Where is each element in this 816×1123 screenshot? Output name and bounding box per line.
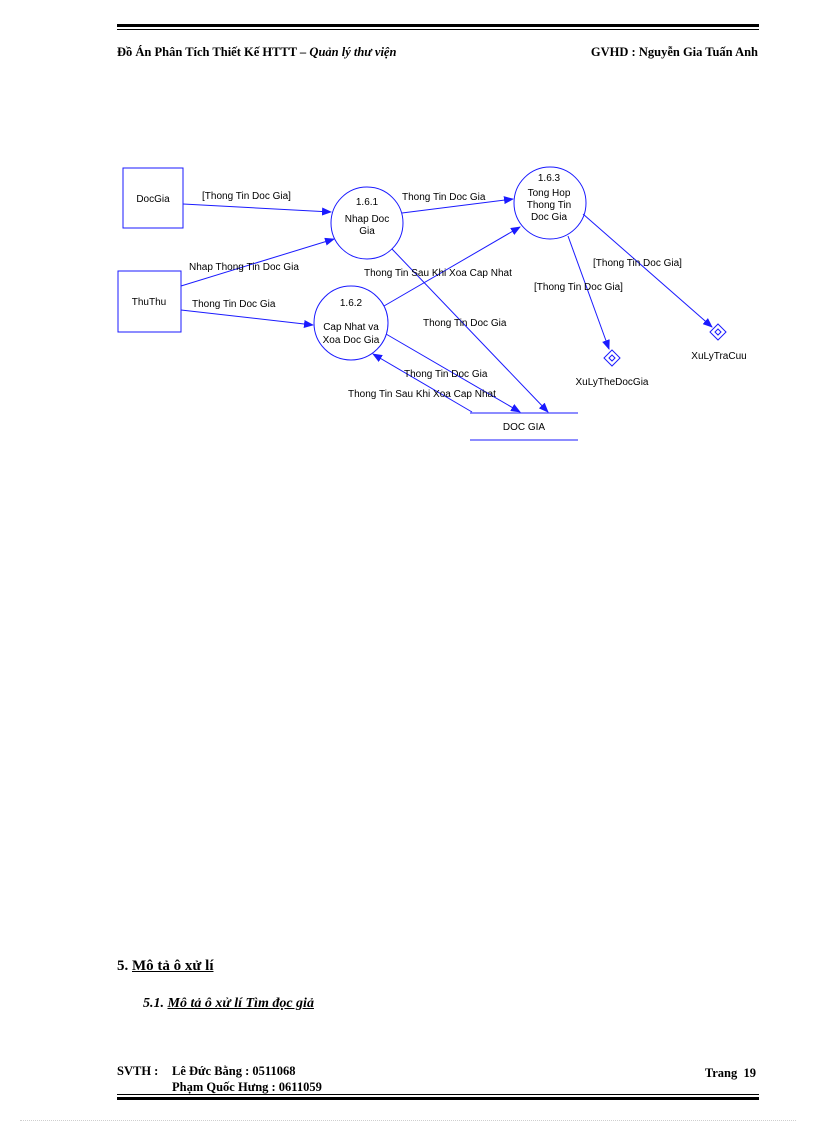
flow-163-to-thedocgia bbox=[567, 235, 610, 350]
flow-label-162-to-store: Thong Tin Doc Gia bbox=[404, 369, 488, 380]
process-163-line2: Thong Tin bbox=[527, 200, 571, 211]
flow-label-163-to-thedocgia: [Thong Tin Doc Gia] bbox=[534, 282, 623, 293]
footer-rule-thin bbox=[117, 1094, 759, 1095]
header-title: Đồ Án Phân Tích Thiết Kế HTTT bbox=[117, 45, 297, 59]
entity-docgia-label: DocGia bbox=[136, 194, 170, 205]
section-number: 5. bbox=[117, 958, 129, 974]
flow-label-store-to-162: Thong Tin Sau Khi Xoa Cap Nhat bbox=[348, 389, 496, 400]
process-163-line1: Tong Hop bbox=[528, 188, 571, 199]
flow-label-163-to-tracuu: [Thong Tin Doc Gia] bbox=[593, 258, 682, 269]
subsection-heading: 5.1. Mô tả ô xử lí Tìm đọc giả bbox=[143, 996, 314, 1012]
flow-label-docgia-to-161: [Thong Tin Doc Gia] bbox=[202, 191, 291, 202]
offpage-tracuu-icon bbox=[709, 323, 727, 341]
subsection-number: 5.1. bbox=[143, 996, 164, 1011]
flow-162-to-store bbox=[385, 333, 521, 413]
footer-page-label: Trang bbox=[704, 1066, 738, 1080]
offpage-thedocgia-label: XuLyTheDocGia bbox=[576, 377, 649, 388]
flow-163-to-tracuu bbox=[582, 213, 713, 328]
offpage-thedocgia-icon-inner bbox=[608, 354, 616, 362]
flow-store-to-162 bbox=[372, 353, 473, 413]
process-162-circle bbox=[313, 285, 389, 361]
header-left: Đồ Án Phân Tích Thiết Kế HTTT – Quản lý … bbox=[117, 45, 396, 60]
section-title: Mô tả ô xử lí bbox=[132, 958, 214, 974]
flow-label-161-to-store: Thong Tin Doc Gia bbox=[423, 318, 507, 329]
flow-docgia-to-161 bbox=[182, 203, 332, 216]
flow-label-thuthu-to-161: Nhap Thong Tin Doc Gia bbox=[189, 262, 299, 273]
flow-161-to-163 bbox=[401, 196, 514, 214]
page-bottom-dotted-line bbox=[20, 1120, 796, 1121]
datastore-label: DOC GIA bbox=[503, 422, 546, 433]
flow-161-to-store bbox=[391, 248, 549, 413]
footer-student-2: Phạm Quốc Hưng : 0611059 bbox=[172, 1080, 322, 1094]
process-161-id: 1.6.1 bbox=[356, 197, 379, 208]
footer-page-number: 19 bbox=[743, 1066, 757, 1080]
header-subtitle: – Quản lý thư viện bbox=[300, 45, 397, 59]
entity-docgia-box bbox=[122, 167, 184, 229]
header-advisor: GVHD : Nguyễn Gia Tuấn Anh bbox=[590, 45, 758, 59]
flow-thuthu-to-162 bbox=[180, 309, 314, 328]
offpage-tracuu-label: XuLyTraCuu bbox=[691, 351, 746, 362]
footer-page: Trang 19 bbox=[705, 1066, 756, 1081]
entity-thuthu-label: ThuThu bbox=[132, 297, 166, 308]
flow-162-to-163 bbox=[383, 226, 521, 307]
process-162-line2: Xoa Doc Gia bbox=[323, 335, 380, 346]
process-162-id: 1.6.2 bbox=[340, 298, 363, 309]
subsection-title: Mô tả ô xử lí Tìm đọc giả bbox=[167, 996, 314, 1011]
flow-label-162-to-163: Thong Tin Sau Khi Xoa Cap Nhat bbox=[364, 268, 512, 279]
flow-thuthu-to-161 bbox=[180, 237, 335, 287]
section-heading: 5. Mô tả ô xử lí bbox=[117, 958, 214, 975]
footer-rule-thick bbox=[117, 1097, 759, 1100]
footer-student-1: Lê Đức Bằng : 0511068 bbox=[172, 1064, 296, 1078]
process-163-line3: Doc Gia bbox=[531, 212, 568, 223]
header-rule-thin bbox=[117, 29, 759, 30]
flow-label-161-to-163: Thong Tin Doc Gia bbox=[402, 192, 486, 203]
footer-svth-label: SVTH : bbox=[117, 1064, 159, 1078]
flow-label-thuthu-to-162: Thong Tin Doc Gia bbox=[192, 299, 276, 310]
process-161-line2: Gia bbox=[359, 226, 375, 237]
entity-thuthu-box bbox=[117, 270, 182, 333]
process-163-circle bbox=[513, 166, 587, 240]
process-162-line1: Cap Nhat va bbox=[323, 322, 379, 333]
header-rule-thick bbox=[117, 24, 759, 27]
offpage-thedocgia-icon bbox=[603, 349, 621, 367]
process-161-line1: Nhap Doc bbox=[345, 214, 389, 225]
process-163-id: 1.6.3 bbox=[538, 173, 561, 184]
offpage-tracuu-icon-inner bbox=[714, 328, 722, 336]
process-161-circle bbox=[330, 186, 404, 260]
